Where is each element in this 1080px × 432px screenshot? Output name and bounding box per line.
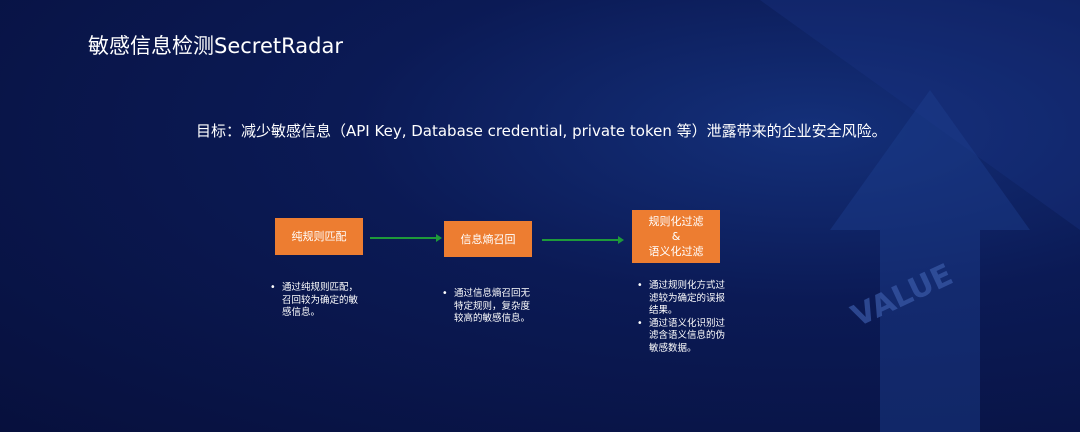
bullet-item: 通过规则化方式过滤较为确定的误报结果。 xyxy=(637,280,733,318)
step-label: 语义化过滤 xyxy=(648,245,704,258)
step-label: 规则化过滤 xyxy=(648,215,704,228)
step-label: 信息熵召回 xyxy=(460,232,516,246)
step-label: & xyxy=(671,230,681,243)
step-2-bullets: 通过信息熵召回无特定规则，复杂度较高的敏感信息。 xyxy=(442,288,534,326)
step-label: 纯规则匹配 xyxy=(291,230,347,243)
flow-arrow xyxy=(370,234,442,242)
step-box-filtering: 规则化过滤 & 语义化过滤 xyxy=(632,210,720,263)
step-3-bullets: 通过规则化方式过滤较为确定的误报结果。 通过语义化识别过滤含语义信息的伪敏感数据… xyxy=(637,280,733,355)
step-box-entropy-recall: 信息熵召回 xyxy=(444,221,532,257)
step-1-bullets: 通过纯规则匹配，召回较为确定的敏感信息。 xyxy=(270,282,366,320)
bullet-item: 通过纯规则匹配，召回较为确定的敏感信息。 xyxy=(270,282,366,320)
goal-text: 目标：减少敏感信息（API Key, Database credential, … xyxy=(196,122,887,140)
page-title: 敏感信息检测SecretRadar xyxy=(88,34,343,58)
flow-arrow xyxy=(542,236,624,244)
step-box-rule-match: 纯规则匹配 xyxy=(275,218,363,255)
bullet-item: 通过语义化识别过滤含语义信息的伪敏感数据。 xyxy=(637,318,733,356)
bullet-item: 通过信息熵召回无特定规则，复杂度较高的敏感信息。 xyxy=(442,288,534,326)
